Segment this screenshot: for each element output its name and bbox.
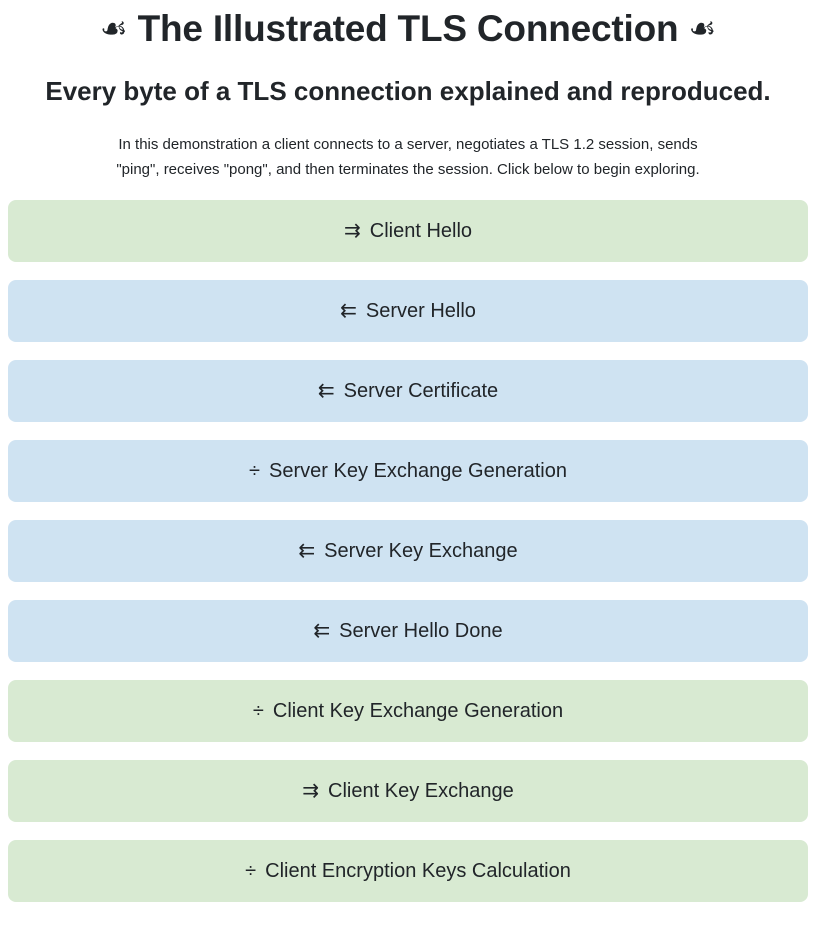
- record-label: Server Hello Done: [339, 620, 503, 643]
- leftwards-paired-arrows-icon: ⇇: [313, 620, 331, 643]
- record-label: Client Key Exchange: [328, 780, 514, 803]
- record-server-key-exchange-generation[interactable]: ÷ Server Key Exchange Generation: [8, 440, 808, 503]
- record-server-hello-done[interactable]: ⇇ Server Hello Done: [8, 600, 808, 663]
- record-client-key-exchange[interactable]: ⇉ Client Key Exchange: [8, 760, 808, 823]
- record-client-hello[interactable]: ⇉ Client Hello: [8, 200, 808, 263]
- leftwards-paired-arrows-icon: ⇇: [298, 540, 316, 563]
- page-header: ☙ The Illustrated TLS Connection ☙ Every…: [0, 6, 816, 182]
- record-label: Server Certificate: [343, 380, 499, 403]
- record-label: Server Key Exchange Generation: [269, 460, 567, 483]
- fleuron-right-icon: ☙: [688, 11, 717, 46]
- page-title: ☙ The Illustrated TLS Connection ☙: [0, 6, 816, 51]
- division-sign-icon: ÷: [249, 460, 261, 483]
- division-sign-icon: ÷: [252, 700, 264, 723]
- record-label: Client Key Exchange Generation: [272, 700, 564, 723]
- rightwards-paired-arrows-icon: ⇉: [302, 780, 320, 803]
- fleuron-left-icon: ☙: [99, 11, 128, 46]
- record-client-key-exchange-generation[interactable]: ÷ Client Key Exchange Generation: [8, 680, 808, 743]
- record-label: Client Hello: [369, 220, 473, 243]
- record-label: Client Encryption Keys Calculation: [265, 860, 571, 883]
- leftwards-paired-arrows-icon: ⇇: [317, 380, 335, 403]
- leftwards-paired-arrows-icon: ⇇: [340, 300, 357, 323]
- rightwards-paired-arrows-icon: ⇉: [343, 220, 361, 243]
- record-client-encryption-keys-calculation[interactable]: ÷ Client Encryption Keys Calculation: [8, 840, 808, 903]
- record-list: ⇉ Client Hello ⇇ Server Hello ⇇ Server C…: [0, 200, 839, 903]
- intro-description: In this demonstration a client connects …: [116, 136, 700, 178]
- record-server-hello[interactable]: ⇇ Server Hello: [8, 280, 808, 343]
- page-title-text: The Illustrated TLS Connection: [137, 8, 679, 49]
- record-server-certificate[interactable]: ⇇ Server Certificate: [8, 360, 808, 423]
- division-sign-icon: ÷: [245, 860, 257, 883]
- record-label: Server Key Exchange: [324, 540, 518, 563]
- page-subtitle: Every byte of a TLS connection explained…: [45, 76, 771, 107]
- record-label: Server Hello: [365, 300, 476, 323]
- record-server-key-exchange[interactable]: ⇇ Server Key Exchange: [8, 520, 808, 583]
